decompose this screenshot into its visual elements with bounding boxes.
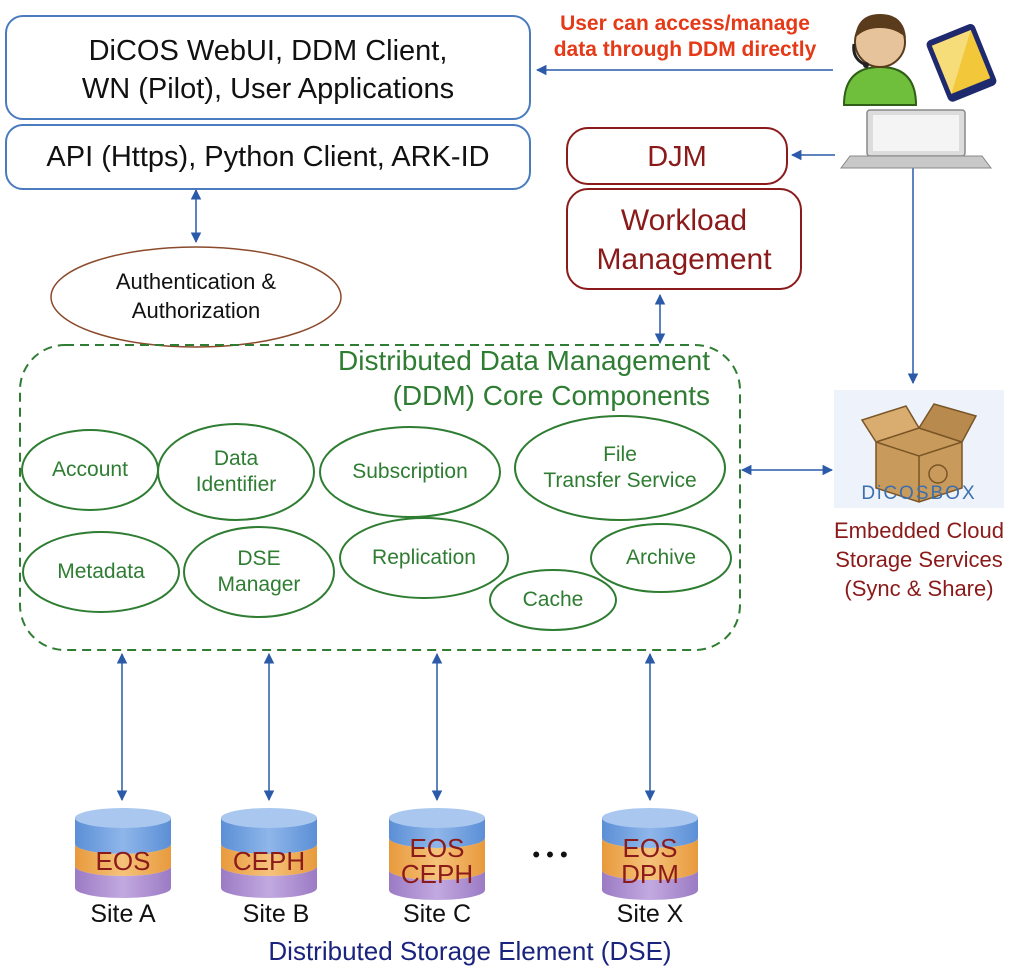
component-data-identifier: Data Identifier: [195, 446, 277, 496]
arrows: [116, 64, 919, 802]
djm-box: DJM: [566, 127, 788, 185]
site-b-name: Site B: [242, 900, 310, 928]
workload-management-box: Workload Management: [566, 188, 802, 290]
user-note-line1: User can access/manage: [560, 12, 810, 35]
site-c-storage: EOS CEPH: [400, 833, 474, 889]
component-replication: Replication: [372, 545, 476, 569]
more-sites-ellipsis: • • •: [532, 842, 568, 867]
site-x-storage: EOS DPM: [621, 833, 679, 889]
component-file-transfer-service: File Transfer Service: [543, 442, 697, 492]
laptop-icon: [840, 109, 992, 169]
replication-ellipse: [339, 517, 509, 599]
dicosbox-caption-line1: Embedded Cloud: [833, 518, 1004, 543]
site-b-storage: CEPH: [232, 846, 306, 876]
client-box-line2: WN (Pilot), User Applications: [81, 73, 455, 105]
auth-line2: Authorization: [131, 298, 261, 323]
component-account: Account: [52, 457, 128, 481]
subscription-ellipse: [319, 426, 501, 518]
component-archive: Archive: [625, 545, 697, 569]
auth-ellipse: [50, 246, 342, 348]
ddm-title-line2: (DDM) Core Components: [392, 380, 710, 411]
component-cache: Cache: [522, 587, 584, 611]
user-note-line2: data through DDM directly: [553, 38, 817, 61]
site-a-name: Site A: [90, 900, 156, 928]
component-subscription: Subscription: [352, 459, 468, 483]
dicosbox-caption-line3: (Sync & Share): [844, 576, 994, 601]
dse-caption: Distributed Storage Element (DSE): [268, 936, 672, 966]
auth-line1: Authentication &: [115, 269, 277, 294]
client-applications-box: DiCOS WebUI, DDM Client, WN (Pilot), Use…: [5, 15, 531, 120]
ddm-core-container: [19, 344, 741, 651]
component-ellipses: [21, 415, 732, 631]
site-a-storage: EOS: [95, 846, 151, 876]
component-dse-manager: DSE Manager: [217, 546, 301, 596]
tablet-icon: [926, 24, 997, 102]
dicosbox-logo-text: DiCOSBOX: [861, 483, 977, 504]
cache-ellipse: [489, 569, 617, 631]
component-metadata: Metadata: [57, 559, 145, 583]
dse-manager-ellipse: [183, 526, 335, 618]
workload-line1: Workload: [620, 204, 748, 237]
api-box: API (Https), Python Client, ARK-ID: [5, 124, 531, 190]
djm-label: DJM: [647, 141, 707, 173]
dicosbox-caption-line2: Storage Services: [835, 547, 1003, 572]
client-box-line1: DiCOS WebUI, DDM Client,: [88, 35, 448, 67]
workload-line2: Management: [596, 243, 772, 276]
site-c-name: Site C: [402, 900, 472, 928]
archive-ellipse: [590, 523, 732, 593]
database-cylinder-icon: [75, 808, 698, 900]
ddm-title-line1: Distributed Data Management: [338, 345, 710, 376]
user-headset-icon: [842, 14, 918, 106]
file-transfer-ellipse: [514, 415, 726, 521]
data-identifier-ellipse: [157, 423, 315, 521]
api-box-label: API (Https), Python Client, ARK-ID: [46, 141, 490, 173]
site-x-name: Site X: [616, 900, 684, 928]
metadata-ellipse: [22, 531, 180, 613]
cardboard-box-icon: [834, 390, 1004, 508]
